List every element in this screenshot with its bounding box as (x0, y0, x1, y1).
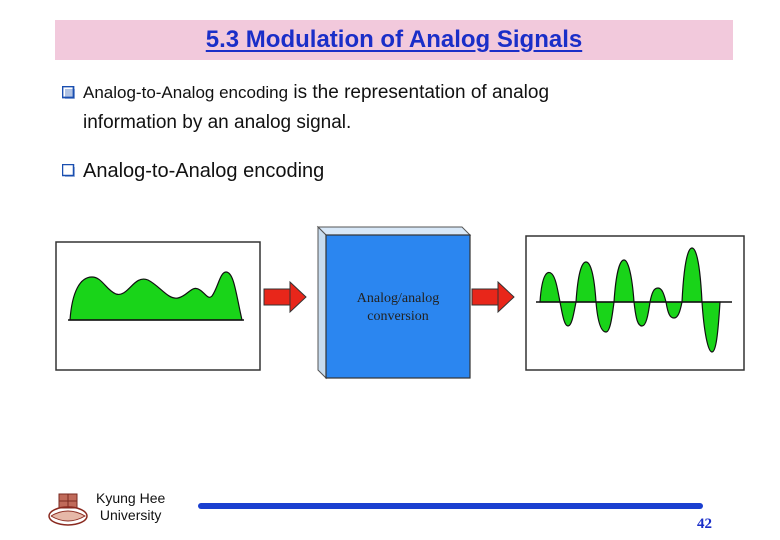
university-logo (48, 493, 88, 526)
institution-line-1: Kyung Hee (96, 490, 166, 506)
conversion-box-label-2: conversion (367, 309, 428, 324)
checkbox-bullet-icon (62, 164, 75, 177)
footer-rule (198, 503, 703, 509)
slide-title-bar: 5.3 Modulation of Analog Signals (55, 20, 733, 60)
institution-name: Kyung Hee University (96, 490, 165, 524)
institution-line-2: University (99, 507, 162, 523)
checkbox-bullet-icon (62, 86, 75, 99)
conversion-box: Analog/analog conversion (316, 225, 472, 380)
page-number: 42 (697, 516, 712, 532)
output-arrow (471, 280, 515, 314)
analog-to-analog-figure: Analog/analog conversion (55, 225, 745, 380)
output-signal-panel (525, 235, 745, 371)
bullet-2-text: Analog-to-Analog encoding (83, 160, 325, 182)
bullet-1-line2: information by an analog signal. (83, 112, 352, 133)
bullet-1-rest: is the representation of analog (288, 82, 550, 103)
bullet-1: Analog-to-Analog encoding is the represe… (62, 82, 722, 138)
input-analog-signal (69, 271, 243, 321)
slide-title: 5.3 Modulation of Analog Signals (205, 26, 583, 53)
input-arrow (263, 280, 307, 314)
input-signal-panel (55, 241, 261, 371)
bullet-2: Analog-to-Analog encoding (62, 160, 324, 183)
bullet-1-lead: Analog-to-Analog encoding (83, 83, 289, 102)
conversion-box-label-1: Analog/analog (357, 291, 439, 306)
